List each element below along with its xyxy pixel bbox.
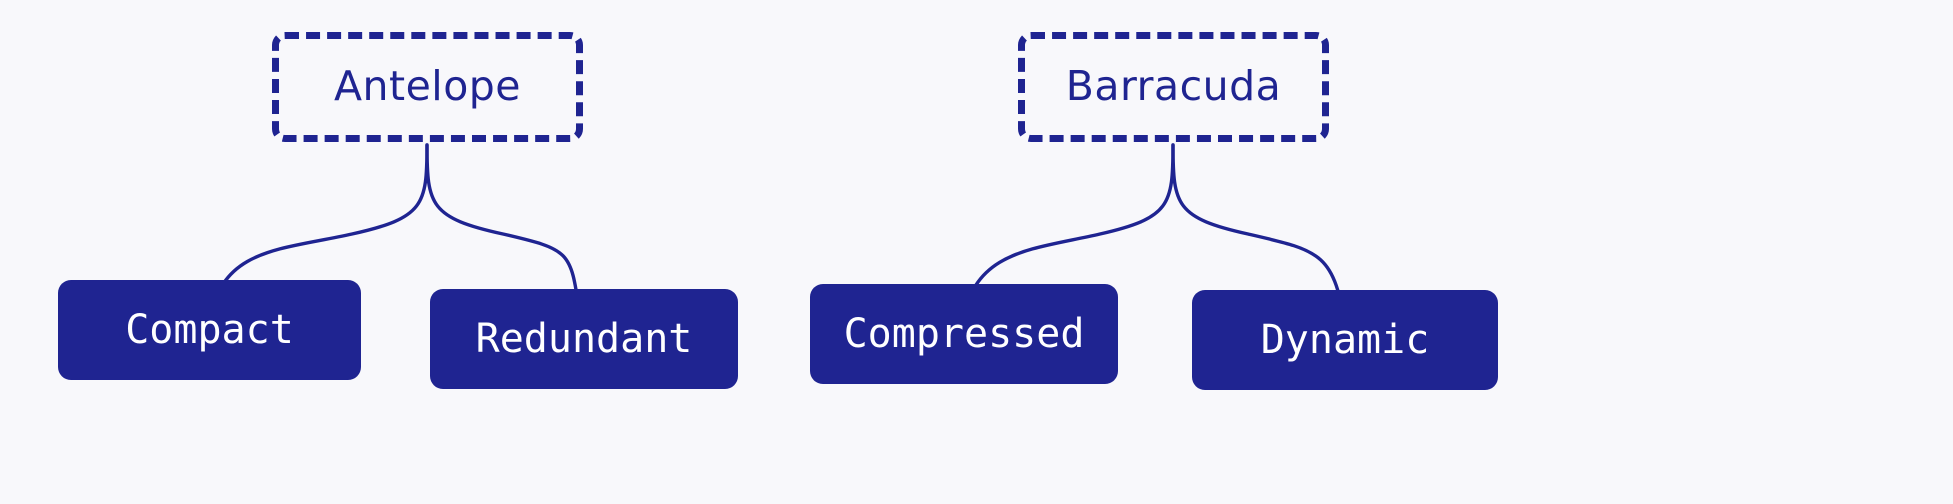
node-redundant-label: Redundant <box>475 316 693 362</box>
node-barracuda[interactable]: Barracuda <box>1018 32 1329 142</box>
node-dynamic-label: Dynamic <box>1260 317 1430 363</box>
node-barracuda-label: Barracuda <box>1065 61 1282 110</box>
node-compact-label: Compact <box>125 307 294 353</box>
node-redundant[interactable]: Redundant <box>430 289 738 389</box>
node-antelope-label: Antelope <box>333 61 522 110</box>
node-compressed-label: Compressed <box>843 311 1085 357</box>
node-dynamic[interactable]: Dynamic <box>1192 290 1498 390</box>
node-compressed[interactable]: Compressed <box>810 284 1118 384</box>
node-antelope[interactable]: Antelope <box>272 32 583 142</box>
node-compact[interactable]: Compact <box>58 280 361 380</box>
